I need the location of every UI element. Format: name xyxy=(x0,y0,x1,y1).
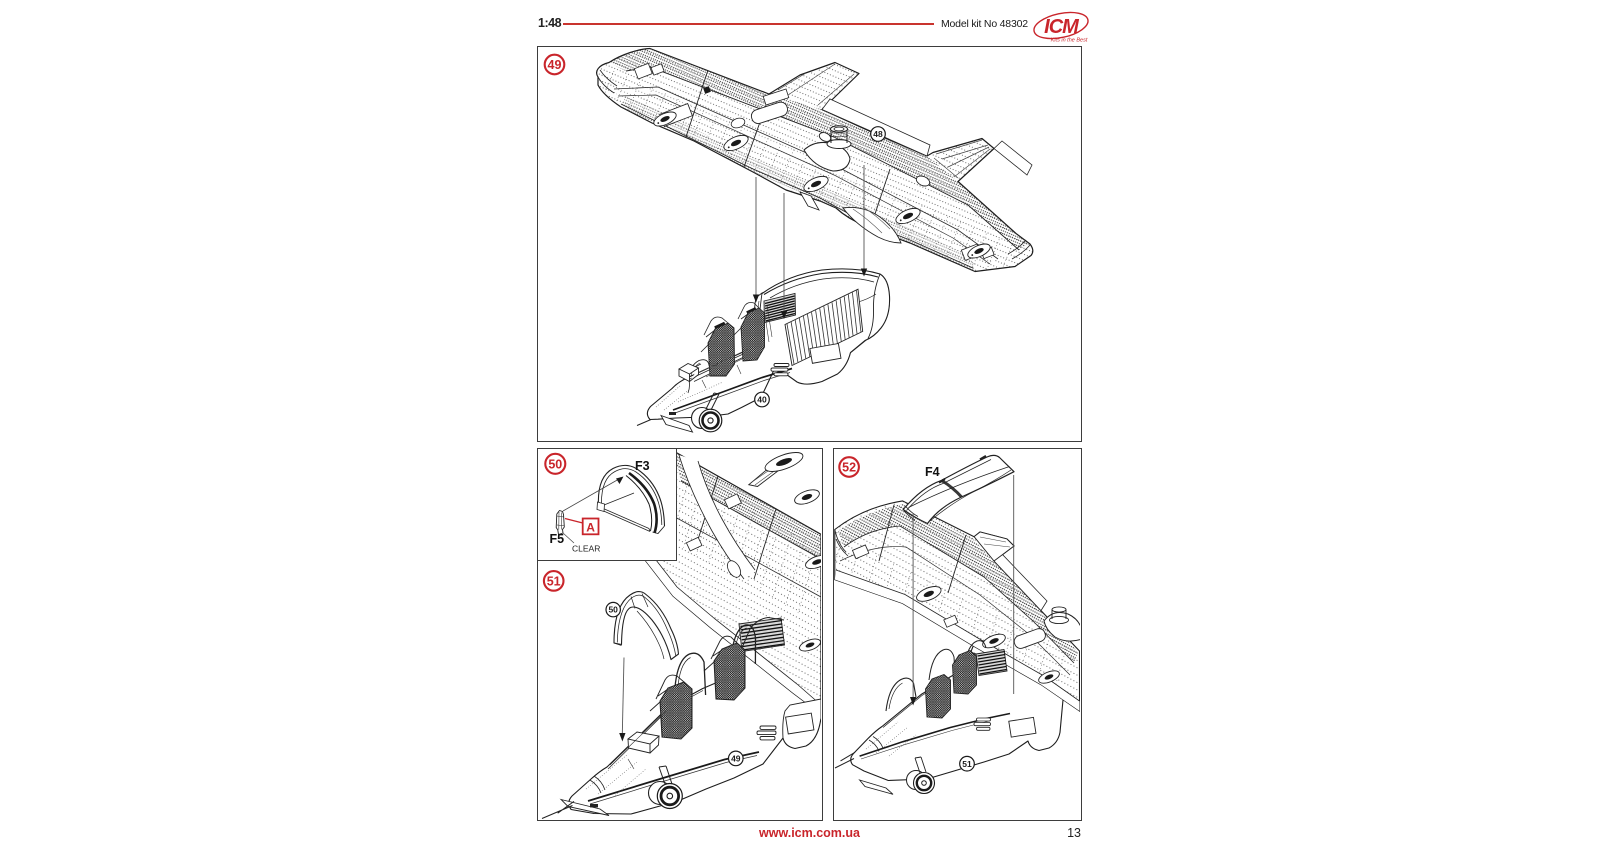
svg-text:49: 49 xyxy=(548,58,562,72)
svg-text:Kits in the Best: Kits in the Best xyxy=(1051,38,1088,44)
svg-text:F4: F4 xyxy=(925,465,940,479)
svg-text:A: A xyxy=(586,521,595,535)
svg-text:CLEAR: CLEAR xyxy=(572,544,600,554)
svg-text:48: 48 xyxy=(873,129,883,139)
svg-text:ICM: ICM xyxy=(1044,16,1080,38)
svg-text:50: 50 xyxy=(548,457,562,471)
svg-text:52: 52 xyxy=(842,461,856,475)
svg-text:51: 51 xyxy=(547,574,561,588)
svg-text:50: 50 xyxy=(608,605,618,615)
svg-text:40: 40 xyxy=(757,395,767,405)
svg-text:F5: F5 xyxy=(550,532,565,546)
svg-text:F3: F3 xyxy=(635,459,650,473)
svg-text:51: 51 xyxy=(962,759,972,769)
svg-text:49: 49 xyxy=(731,753,741,763)
